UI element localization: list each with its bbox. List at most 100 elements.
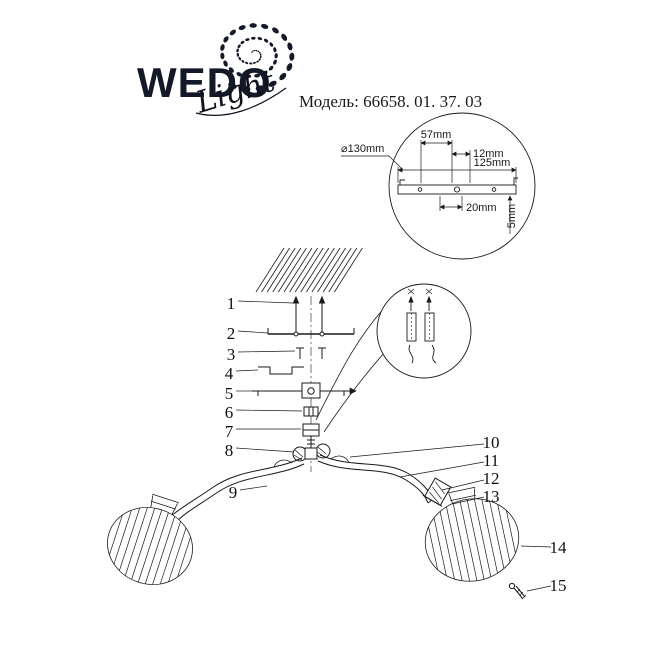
shade-rib <box>497 504 511 563</box>
hatch-line <box>283 247 313 293</box>
mount-detail-view: 57mm 12mm 125mm 20mm 5mm <box>341 112 536 260</box>
mounting-strap <box>267 328 355 337</box>
spiral-dot <box>274 53 278 59</box>
shade-rib <box>433 517 447 576</box>
finial-screw <box>508 582 527 600</box>
dim-12-label: 12mm <box>473 148 504 160</box>
spiral-dot <box>255 49 258 52</box>
right-shade-neck <box>447 486 476 507</box>
dim-125-label: 125mm <box>474 157 511 169</box>
dim-130-label: ⌀130mm <box>341 143 384 155</box>
hatch-line <box>289 247 318 293</box>
shade-rib <box>428 526 438 570</box>
coupler-cylinder <box>302 423 320 437</box>
leader-line-13 <box>451 496 485 505</box>
hatch-line <box>300 247 330 293</box>
assembly-drawing <box>107 295 527 600</box>
shade-rib <box>506 510 516 554</box>
leader-line-9 <box>239 485 268 491</box>
left-shade-neck <box>150 493 179 516</box>
wiring-terminals <box>406 288 437 364</box>
hanger-screws <box>292 295 326 333</box>
hatch-line <box>328 247 358 293</box>
leader-line-11 <box>399 461 485 478</box>
spiral-dot <box>268 65 274 71</box>
spiral-dot <box>249 62 253 65</box>
detail-leader-line-2 <box>323 351 386 433</box>
spiral-dot <box>252 61 256 64</box>
spiral-dot <box>236 72 243 77</box>
spiral-dot <box>286 63 293 72</box>
shade-rib <box>144 512 169 584</box>
dim-12: 12mm <box>451 148 504 183</box>
shade-rib <box>168 527 187 582</box>
spiral-dot <box>272 27 279 34</box>
hatch-line <box>306 247 335 293</box>
right-arm-tube <box>317 454 434 504</box>
spiral-dot <box>252 50 254 52</box>
right-shade <box>424 486 520 582</box>
part-label-3: 3 <box>227 345 236 364</box>
leader-line-8 <box>235 447 295 453</box>
spiral-dot <box>220 52 225 60</box>
spiral-dot <box>259 55 262 59</box>
dim-20: 20mm <box>439 196 497 214</box>
shade-rib <box>159 521 181 585</box>
shade-rib <box>152 516 176 585</box>
shade-rib <box>473 498 492 577</box>
spiral-dot <box>237 44 241 49</box>
part-label-12: 12 <box>483 469 500 488</box>
spiral-dot <box>281 33 288 41</box>
spiral-dot <box>257 36 263 41</box>
canopy-plate <box>252 382 357 399</box>
spiral-dot <box>279 72 287 81</box>
leader-line-10 <box>349 443 485 458</box>
hatch-line <box>272 247 302 293</box>
shade-rib <box>481 499 498 574</box>
shade-rib <box>113 510 132 565</box>
logo-spiral-icon <box>220 23 295 92</box>
hatch-line <box>261 247 290 293</box>
leader-line-15 <box>526 585 552 592</box>
leader-line-12 <box>441 479 485 491</box>
model-number: Модель: 66658. 01. 37. 03 <box>299 92 482 111</box>
spiral-dot <box>238 25 246 31</box>
spiral-dot <box>229 29 236 36</box>
spiral-dot <box>256 60 259 63</box>
spiral-dot <box>236 48 239 53</box>
part-label-6: 6 <box>225 403 234 422</box>
spiral-dot <box>251 36 256 40</box>
spiral-dot <box>228 67 234 73</box>
hatch-line <box>266 247 296 293</box>
detail-circle-outline <box>388 112 536 260</box>
spiral-dot <box>241 85 251 92</box>
spiral-dot <box>262 70 268 75</box>
leader-line-2 <box>237 330 269 334</box>
left-shade <box>107 493 193 585</box>
shade-rib <box>459 500 478 581</box>
dim-57: 57mm <box>420 129 453 183</box>
spiral-dot <box>259 53 262 56</box>
shade-rib <box>119 507 141 571</box>
dim-5-label: 5mm <box>506 204 518 228</box>
part-label-13: 13 <box>483 487 500 506</box>
spiral-dot <box>249 23 257 28</box>
leader-line-14 <box>520 545 552 548</box>
spiral-dot <box>273 59 277 65</box>
hatch-line <box>311 247 341 293</box>
leader-line-6 <box>235 409 303 412</box>
wiring-detail-view <box>315 283 472 433</box>
bracket-channel <box>258 366 304 375</box>
spiral-dot <box>253 49 256 52</box>
spiral-dot <box>245 74 252 78</box>
spiral-dot <box>251 51 253 53</box>
shade-rib <box>131 508 156 580</box>
strap-screws <box>296 347 326 359</box>
dim-57-label: 57mm <box>421 129 452 141</box>
part-label-8: 8 <box>225 441 234 460</box>
wiring-detail-circle-outline <box>376 283 472 379</box>
spiral-dot <box>259 51 261 54</box>
part-label-11: 11 <box>483 451 499 470</box>
